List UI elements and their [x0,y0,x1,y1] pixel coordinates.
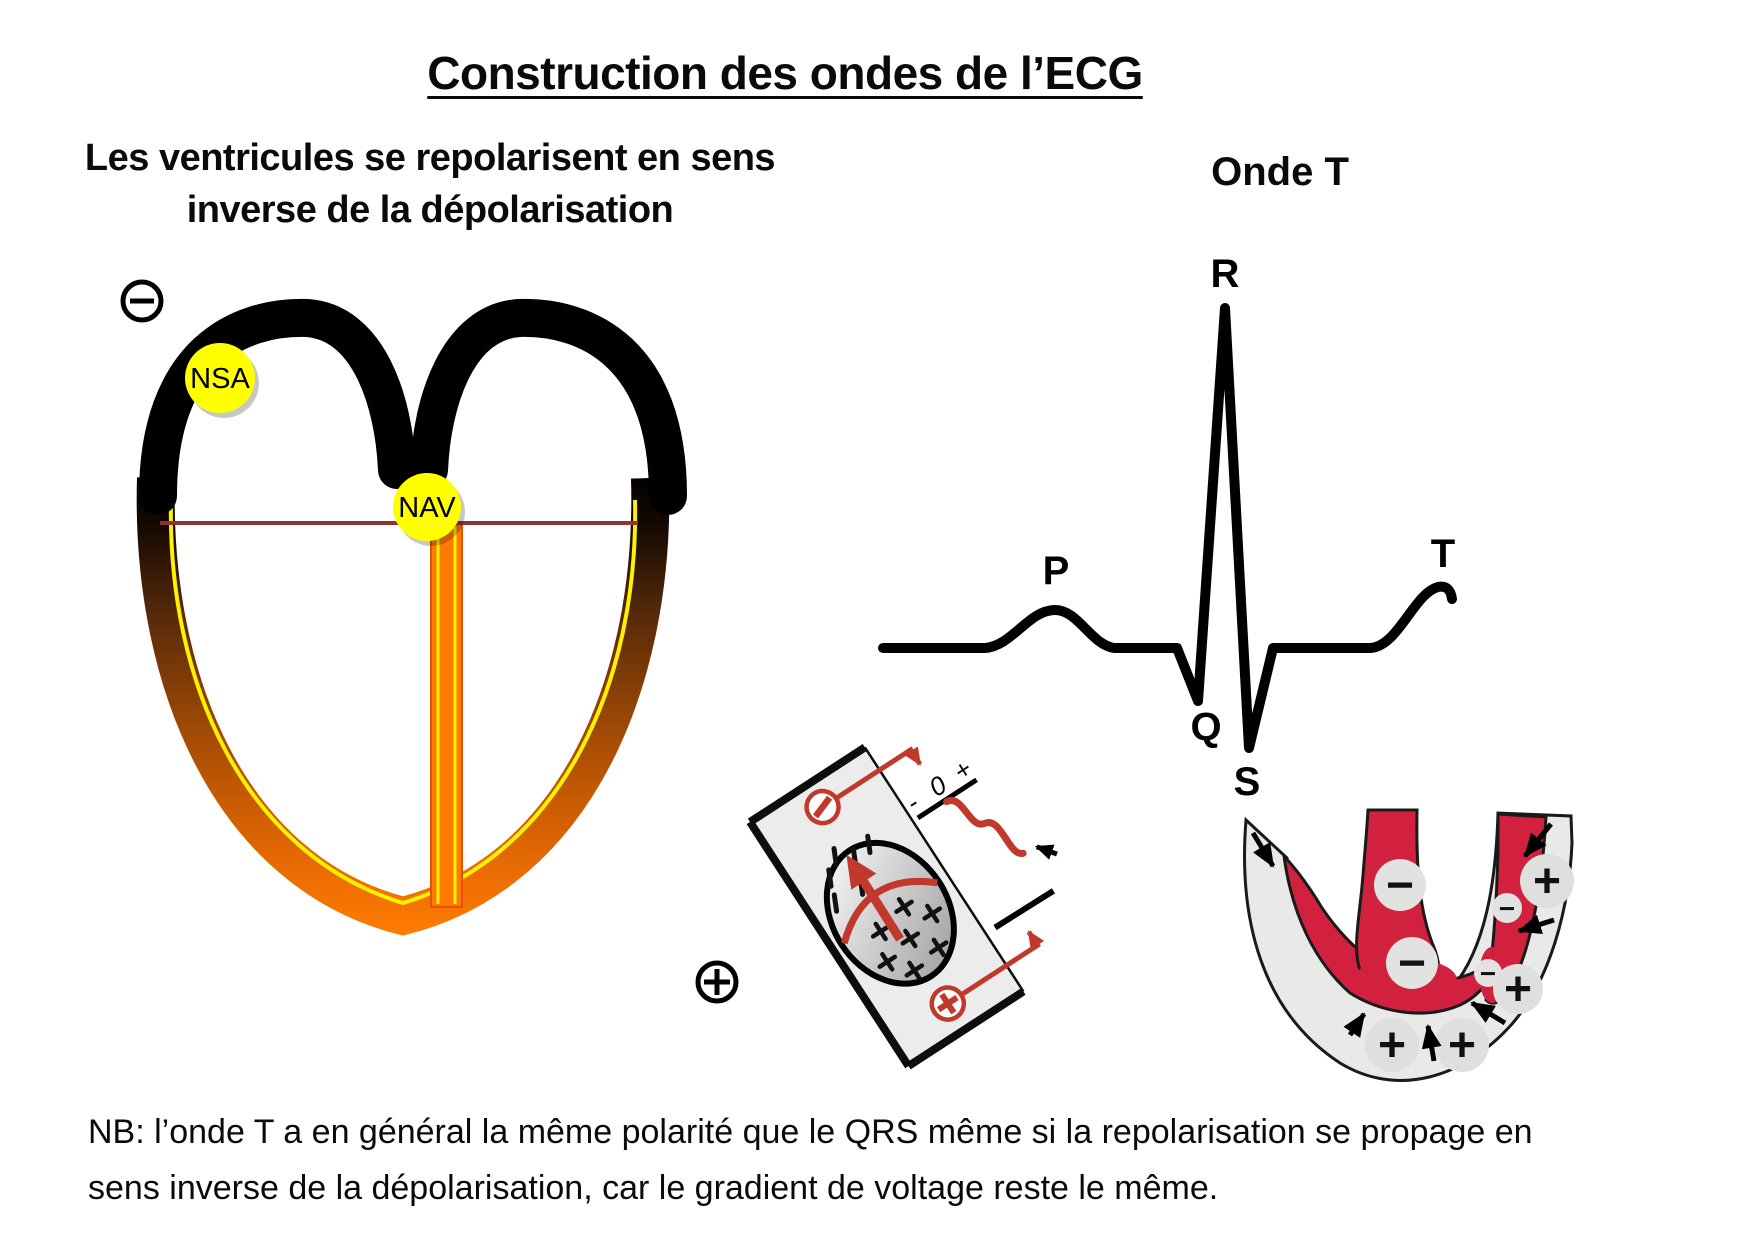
left-subtitle-line1: Les ventricules se repolarisent en sens [84,137,776,179]
repolarization-arrow [1421,1024,1442,1062]
repolarization-arrow [1343,1012,1367,1038]
dial-plus-charges-icon [870,896,949,981]
ecg-trace-group: P Q R S T [878,252,1457,804]
wire-from-plus-terminal [960,930,1045,997]
meter-card-border [746,744,1026,1070]
svg-text:−: − [1398,937,1426,990]
footnote: NB: l’onde T a en général la même polari… [88,1104,1698,1216]
ventricular-wall [136,477,670,936]
positive-charge-badge: + [1493,963,1543,1016]
footnote-line2: sens inverse de la dépolarisation, car l… [88,1169,1219,1207]
septum [430,523,463,908]
svg-text:−: − [1386,859,1414,912]
ecg-trace-path [878,303,1457,753]
svg-text:+: + [1504,963,1532,1016]
t-wave-label: T [1431,532,1455,576]
p-wave-label: P [1043,549,1070,593]
onde-t-heading: Onde T [1211,150,1349,194]
negative-pole-icon [120,279,164,323]
positive-charge-badge: + [1365,1018,1419,1072]
s-wave-label: S [1234,760,1261,804]
nav-node: NAV [393,473,465,546]
right-atrium-wall [410,298,687,515]
ventricle-repolarization-diagram: − − − − + + [1243,808,1574,1082]
minus-terminal-icon [804,788,841,826]
wire-from-minus-terminal [835,746,922,800]
dial-arc [840,878,938,945]
positive-pole-icon [695,960,739,1004]
dial-minus-charges-icon [826,833,873,914]
positive-charge-badge: + [1435,1018,1489,1072]
negative-charge-badge: − [1492,893,1522,924]
left-subtitle: Les ventricules se repolarisent en sens … [20,132,840,236]
squiggle-pointer-arrow [1034,844,1058,860]
svg-text:−: − [1480,958,1496,989]
repolarization-arrow [1470,1000,1507,1026]
nsa-label: NSA [190,363,250,395]
svg-text:+: + [1378,1019,1406,1072]
negative-charge-badge: − [1374,859,1426,912]
electrode-plate-line [993,888,1056,931]
svg-text:+: + [1533,855,1561,908]
negative-charge-badge: − [1386,937,1438,990]
repolarization-arrow [1523,822,1553,858]
meter-needle-icon [846,854,904,942]
repolarization-arrow [1517,914,1555,934]
left-subtitle-line2: inverse de la dépolarisation [186,189,674,231]
purkinje-network-line [168,499,638,906]
galvanometer: - 0 + [746,744,1058,1070]
left-atrium-wall [139,298,416,515]
page-title: Construction des ondes de l’ECG [427,47,1143,99]
heart-diagram: NSA NAV [120,279,739,1004]
svg-text:−: − [1499,893,1515,924]
nav-label: NAV [398,492,456,524]
footnote-line1: NB: l’onde T a en général la même polari… [88,1113,1533,1151]
nsa-node: NSA [185,343,259,418]
repolarization-arrow [1250,831,1276,868]
r-wave-label: R [1211,252,1240,296]
recorded-deflection-squiggle [943,797,1027,857]
repolarization-arrows [1250,822,1555,1062]
q-wave-label: Q [1190,705,1221,749]
plus-terminal-icon [929,985,967,1022]
svg-text:+: + [1448,1019,1476,1072]
positive-charge-badge: + [1520,854,1574,908]
